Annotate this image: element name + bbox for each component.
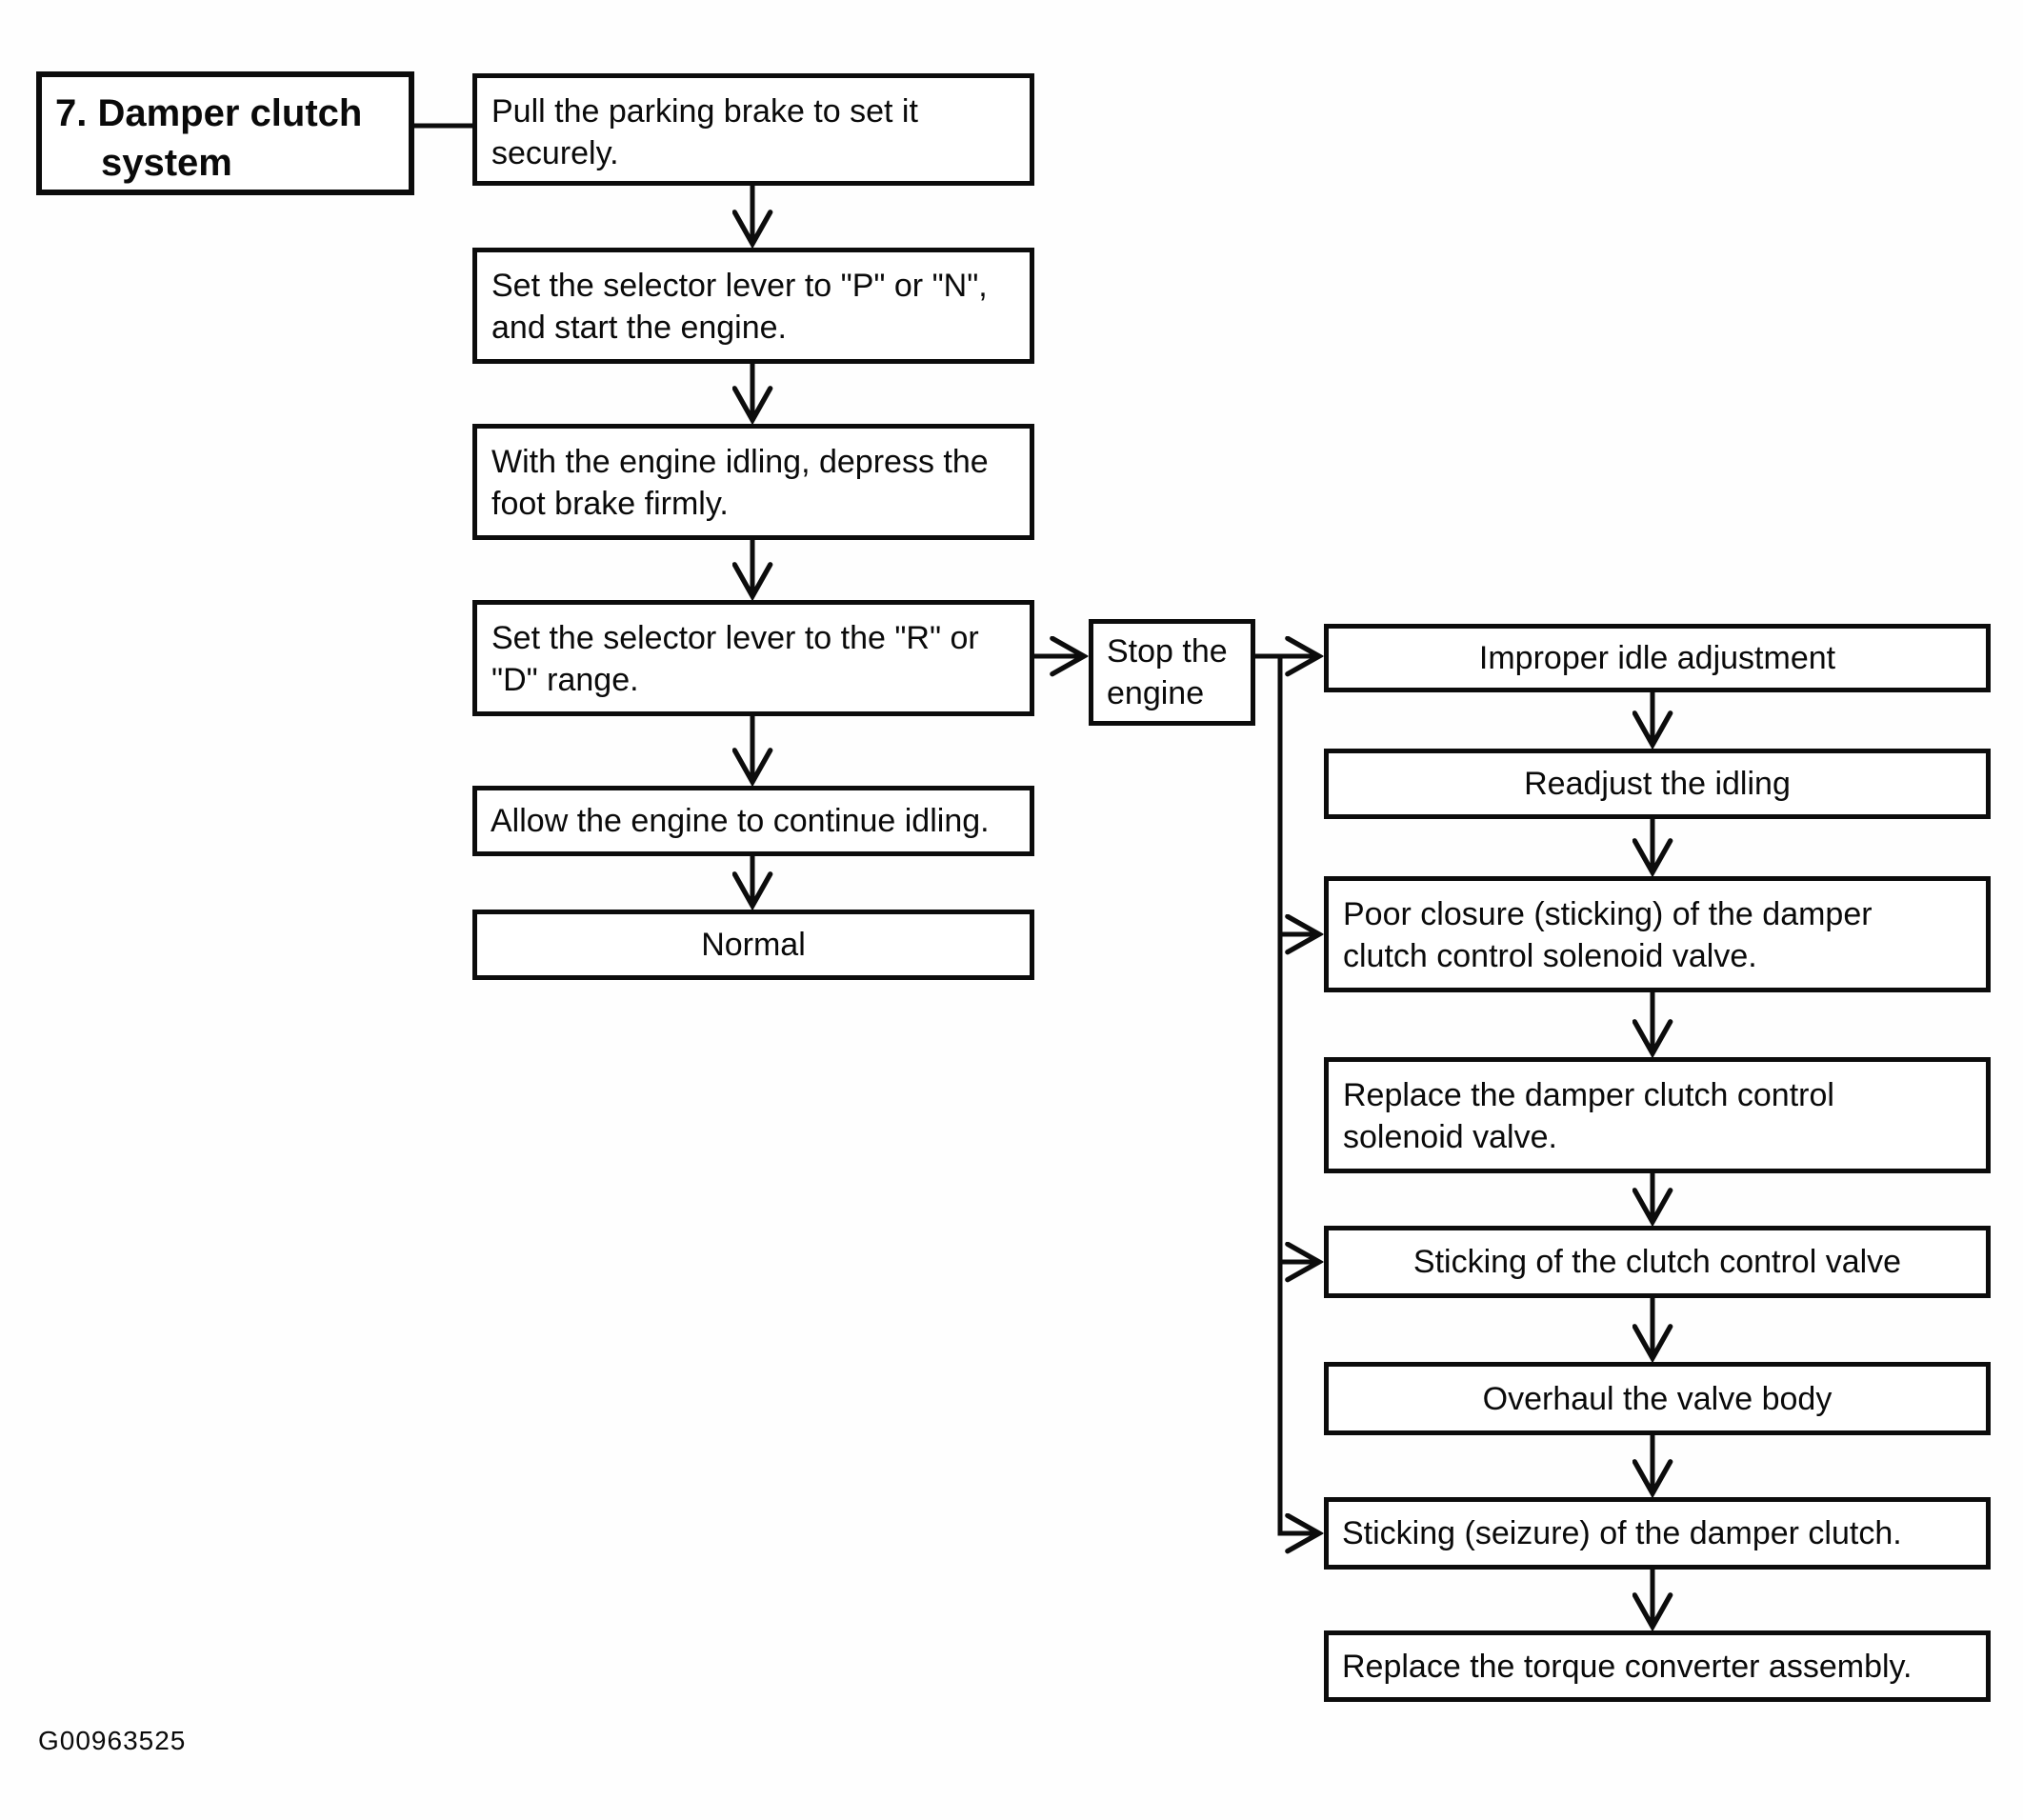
text-line: Set the selector lever to "P" or "N", xyxy=(491,268,988,304)
action-box-overhaul-valve-body: Overhaul the valve body xyxy=(1324,1362,1991,1435)
text-line: clutch control solenoid valve. xyxy=(1343,938,1757,974)
cause-box-solenoid-valve-sticking: Poor closure (sticking) of the damper cl… xyxy=(1324,876,1991,992)
text-line: securely. xyxy=(491,135,619,171)
text-line: Allow the engine to continue idling. xyxy=(491,803,990,839)
text-line: and start the engine. xyxy=(491,310,788,346)
text-line: Stop the xyxy=(1107,633,1228,670)
text-line: engine xyxy=(1107,675,1205,711)
step-box-set-lever-p-n: Set the selector lever to "P" or "N", an… xyxy=(472,248,1034,364)
action-box-replace-solenoid-valve: Replace the damper clutch control soleno… xyxy=(1324,1057,1991,1173)
branch-trunk-and-arrow-cause4 xyxy=(1277,656,1319,1533)
title-line-1: 7. Damper clutch xyxy=(55,92,363,134)
step-box-depress-foot-brake: With the engine idling, depress the foot… xyxy=(472,424,1034,540)
step-box-stop-engine: Stop the engine xyxy=(1089,619,1255,726)
text-line: Poor closure (sticking) of the damper xyxy=(1343,896,1873,932)
result-box-normal: Normal xyxy=(472,910,1034,980)
text-line: Overhaul the valve body xyxy=(1482,1380,1833,1417)
text-line: Sticking of the clutch control valve xyxy=(1412,1244,1902,1280)
step-box-allow-idling: Allow the engine to continue idling. xyxy=(472,786,1034,856)
action-box-replace-torque-converter: Replace the torque converter assembly. xyxy=(1324,1630,1991,1702)
text-line: Improper idle adjustment xyxy=(1478,640,1836,676)
text-line: "D" range. xyxy=(491,662,639,698)
text-line: Set the selector lever to the "R" or xyxy=(491,620,979,656)
text-line: Sticking (seizure) of the damper clutch. xyxy=(1342,1515,1902,1551)
step-box-set-lever-r-d: Set the selector lever to the "R" or "D"… xyxy=(472,600,1034,716)
text-line: Replace the damper clutch control xyxy=(1343,1077,1834,1113)
text-line: foot brake firmly. xyxy=(491,486,729,522)
step-box-pull-parking-brake: Pull the parking brake to set it securel… xyxy=(472,73,1034,186)
text-line: solenoid valve. xyxy=(1343,1119,1557,1155)
text-line: Pull the parking brake to set it xyxy=(491,93,918,130)
text-line: Readjust the idling xyxy=(1524,766,1791,802)
text-line: With the engine idling, depress the xyxy=(491,444,989,480)
cause-box-damper-clutch-seizure: Sticking (seizure) of the damper clutch. xyxy=(1324,1497,1991,1570)
figure-code: G00963525 xyxy=(38,1726,187,1755)
title-box-damper-clutch-system: 7. Damper clutch system xyxy=(36,71,414,195)
cause-box-clutch-control-valve-sticking: Sticking of the clutch control valve xyxy=(1324,1226,1991,1298)
text-line: Replace the torque converter assembly. xyxy=(1342,1648,1913,1685)
cause-box-improper-idle-adjustment: Improper idle adjustment xyxy=(1324,624,1991,692)
text-line: Normal xyxy=(701,927,806,963)
action-box-readjust-idling: Readjust the idling xyxy=(1324,749,1991,819)
title-line-2: system xyxy=(101,142,232,184)
